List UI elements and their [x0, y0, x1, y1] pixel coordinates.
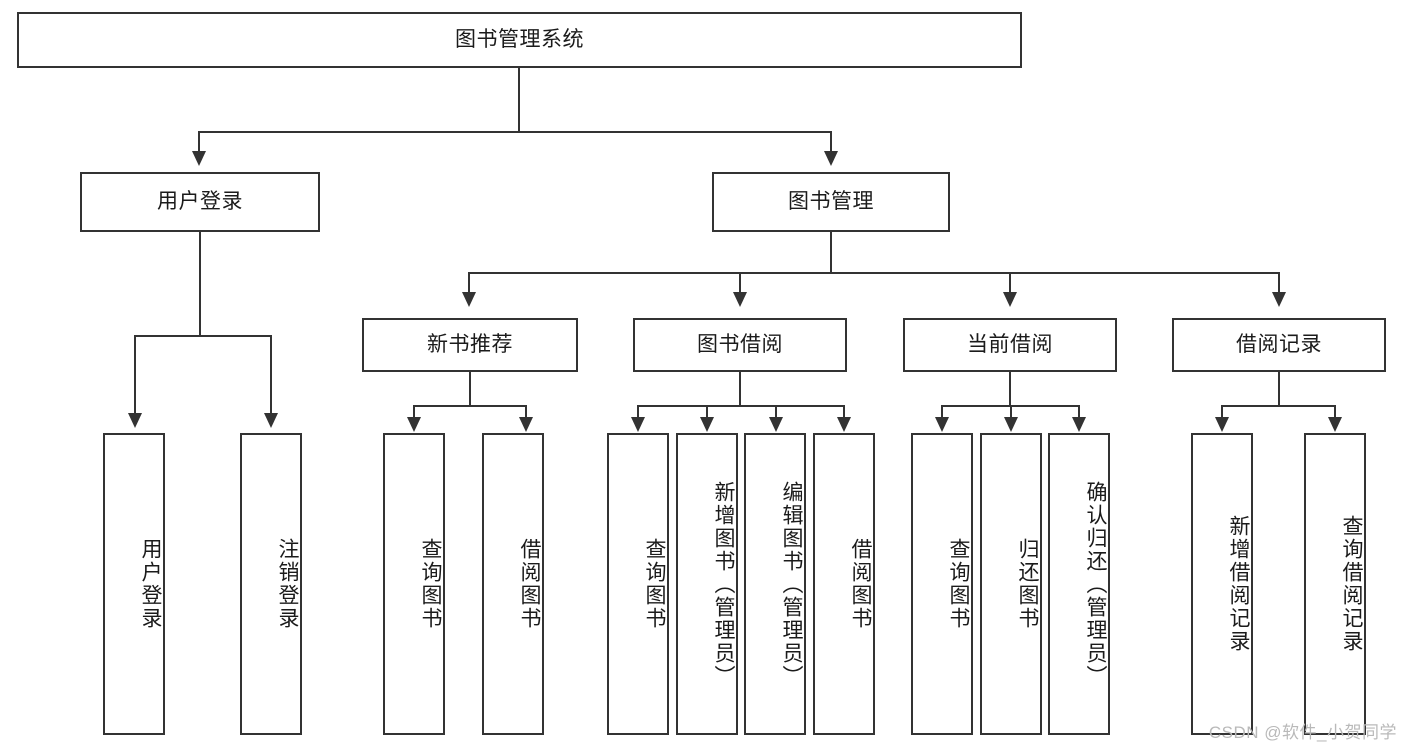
- leaf-logout[interactable]: 注销登录: [240, 433, 302, 735]
- node-label: 新增图书（管理员）: [712, 480, 735, 688]
- node-label: 图书管理系统: [455, 27, 584, 51]
- connector-root-stem: [518, 68, 520, 132]
- leaf-bb-edit-book[interactable]: 编辑图书（管理员）: [744, 433, 806, 735]
- node-label: 借阅图书: [849, 538, 872, 630]
- connector-br-to-leaf-2: [1334, 405, 1336, 419]
- arrow-to-leaf-br-query-record: [1328, 417, 1342, 432]
- node-label: 用户登录: [139, 538, 162, 630]
- arrow-to-leaf-user-login: [128, 413, 142, 428]
- connector-br-stem: [1278, 372, 1280, 406]
- leaf-br-add-record[interactable]: 新增借阅记录: [1191, 433, 1253, 735]
- leaf-cb-query-book[interactable]: 查询图书: [911, 433, 973, 735]
- node-user-login[interactable]: 用户登录: [80, 172, 320, 232]
- connector-nbr-to-leaf-2: [525, 405, 527, 419]
- arrow-to-leaf-cb-confirm-return: [1072, 417, 1086, 432]
- connector-bb-to-leaf-1: [637, 405, 639, 419]
- connector-bm-to-new-book: [468, 272, 470, 294]
- arrow-to-current-borrow: [1003, 292, 1017, 307]
- connector-cb-to-leaf-3: [1078, 405, 1080, 419]
- connector-book-manage-bus: [468, 272, 1280, 274]
- node-root-library-system[interactable]: 图书管理系统: [17, 12, 1022, 68]
- leaf-nbr-query-book[interactable]: 查询图书: [383, 433, 445, 735]
- node-label: 查询图书: [947, 538, 970, 630]
- arrow-to-leaf-br-add-record: [1215, 417, 1229, 432]
- arrow-to-book-manage: [824, 151, 838, 166]
- connector-bb-to-leaf-3: [775, 405, 777, 419]
- node-book-manage[interactable]: 图书管理: [712, 172, 950, 232]
- leaf-bb-query-book[interactable]: 查询图书: [607, 433, 669, 735]
- arrow-to-new-book-recommend: [462, 292, 476, 307]
- connector-nbr-stem: [469, 372, 471, 406]
- node-label: 查询图书: [419, 538, 442, 630]
- node-borrow-record[interactable]: 借阅记录: [1172, 318, 1386, 372]
- node-label: 用户登录: [157, 189, 243, 213]
- connector-cb-to-leaf-2: [1010, 405, 1012, 419]
- connector-bb-stem: [739, 372, 741, 406]
- node-label: 当前借阅: [967, 332, 1053, 356]
- connector-cb-stem: [1009, 372, 1011, 406]
- connector-root-to-user-login: [198, 131, 200, 153]
- node-current-borrow[interactable]: 当前借阅: [903, 318, 1117, 372]
- node-label: 借阅图书: [518, 538, 541, 630]
- leaf-cb-confirm-return[interactable]: 确认归还（管理员）: [1048, 433, 1110, 735]
- connector-nbr-bus: [413, 405, 527, 407]
- leaf-br-query-record[interactable]: 查询借阅记录: [1304, 433, 1366, 735]
- node-label: 编辑图书（管理员）: [780, 480, 803, 688]
- connector-br-bus: [1221, 405, 1336, 407]
- leaf-cb-return-book[interactable]: 归还图书: [980, 433, 1042, 735]
- connector-user-login-bus: [134, 335, 272, 337]
- connector-cb-to-leaf-1: [941, 405, 943, 419]
- node-new-book-recommend[interactable]: 新书推荐: [362, 318, 578, 372]
- arrow-to-leaf-bb-edit-book: [769, 417, 783, 432]
- connector-user-login-stem: [199, 232, 201, 336]
- node-book-borrow[interactable]: 图书借阅: [633, 318, 847, 372]
- connector-bm-to-current-borrow: [1009, 272, 1011, 294]
- node-label: 借阅记录: [1236, 332, 1322, 356]
- arrow-to-leaf-nbr-borrow-book: [519, 417, 533, 432]
- arrow-to-leaf-bb-add-book: [700, 417, 714, 432]
- connector-user-login-to-leaf-1: [134, 335, 136, 415]
- leaf-bb-borrow-book[interactable]: 借阅图书: [813, 433, 875, 735]
- arrow-to-leaf-bb-borrow-book: [837, 417, 851, 432]
- arrow-to-book-borrow: [733, 292, 747, 307]
- arrow-to-leaf-cb-return-book: [1004, 417, 1018, 432]
- leaf-nbr-borrow-book[interactable]: 借阅图书: [482, 433, 544, 735]
- connector-bb-to-leaf-4: [843, 405, 845, 419]
- node-label: 确认归还（管理员）: [1084, 480, 1107, 688]
- arrow-to-user-login: [192, 151, 206, 166]
- node-label: 新增借阅记录: [1227, 515, 1250, 653]
- arrow-to-borrow-record: [1272, 292, 1286, 307]
- connector-root-to-book-manage: [830, 131, 832, 153]
- connector-bb-to-leaf-2: [706, 405, 708, 419]
- arrow-to-leaf-nbr-query-book: [407, 417, 421, 432]
- connector-bm-to-book-borrow: [739, 272, 741, 294]
- node-label: 注销登录: [276, 538, 299, 630]
- connector-bm-to-borrow-record: [1278, 272, 1280, 294]
- arrow-to-leaf-logout: [264, 413, 278, 428]
- node-label: 新书推荐: [427, 332, 513, 356]
- node-label: 查询图书: [643, 538, 666, 630]
- leaf-bb-add-book[interactable]: 新增图书（管理员）: [676, 433, 738, 735]
- arrow-to-leaf-bb-query-book: [631, 417, 645, 432]
- node-label: 图书借阅: [697, 332, 783, 356]
- connector-book-manage-stem: [830, 232, 832, 274]
- arrow-to-leaf-cb-query-book: [935, 417, 949, 432]
- connector-root-bus: [198, 131, 832, 133]
- connector-nbr-to-leaf-1: [413, 405, 415, 419]
- connector-bb-bus: [637, 405, 845, 407]
- connector-user-login-to-leaf-2: [270, 335, 272, 415]
- node-label: 图书管理: [788, 189, 874, 213]
- node-label: 归还图书: [1016, 538, 1039, 630]
- leaf-user-login[interactable]: 用户登录: [103, 433, 165, 735]
- connector-br-to-leaf-1: [1221, 405, 1223, 419]
- node-label: 查询借阅记录: [1340, 515, 1363, 653]
